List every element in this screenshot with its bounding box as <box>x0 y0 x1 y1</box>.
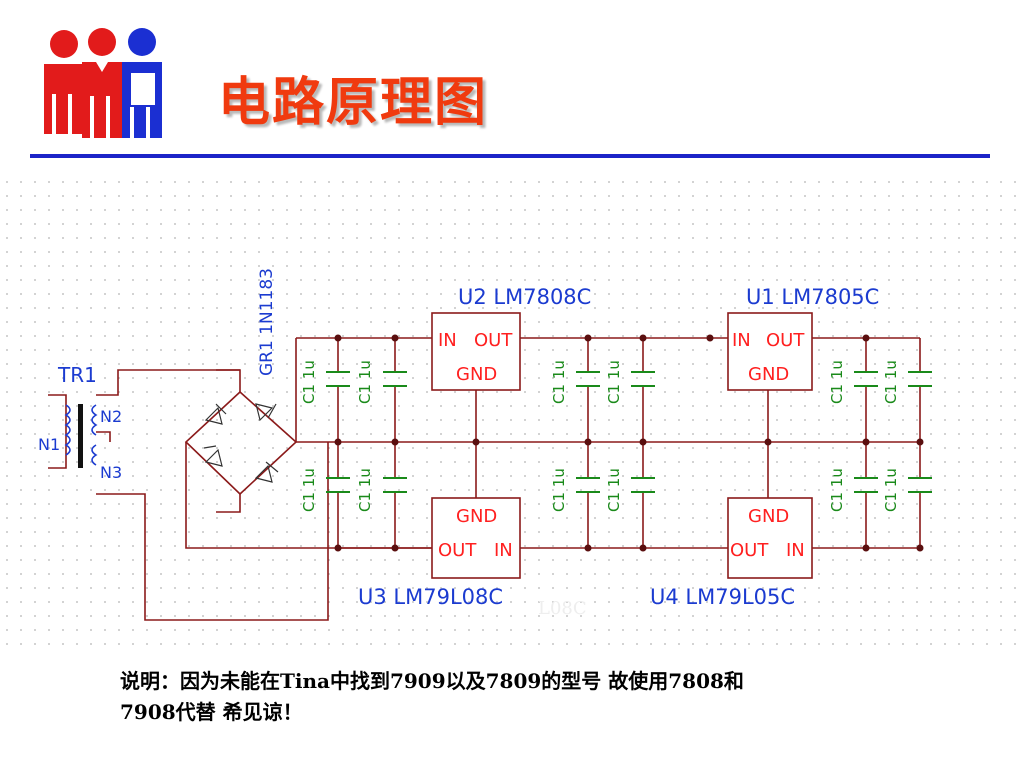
bridge-diodes <box>203 403 279 483</box>
junction-dots <box>334 334 924 552</box>
u2-pin-in: IN <box>438 330 457 351</box>
u1-pin-out: OUT <box>766 330 805 351</box>
u3-label: U3 LM79L08C <box>358 585 503 609</box>
cap-label: C1 1u <box>882 360 900 404</box>
cap-label: C1 1u <box>882 468 900 512</box>
u4-pin-gnd: GND <box>748 506 789 527</box>
slide-title: 电路原理图 <box>218 73 489 133</box>
explanation-note: 说明：因为未能在Tina中找到7909以及7809的型号 故使用7808和 79… <box>120 666 880 728</box>
cap-label: C1 1u <box>356 360 374 404</box>
u3-pin-in: IN <box>494 540 513 561</box>
winding-n2-label: N2 <box>100 407 122 426</box>
cap-label: C1 1u <box>605 468 623 512</box>
cap-label: C1 1u <box>300 468 318 512</box>
u2-label: U2 LM7808C <box>458 285 591 309</box>
winding-n1-label: N1 <box>38 435 60 454</box>
regulator-boxes <box>431 312 813 579</box>
note-line-2: 7908代替 希见谅！ <box>120 700 303 724</box>
capacitor-labels: C1 1u C1 1u C1 1u C1 1u C1 1u C1 1u C1 1… <box>300 360 900 512</box>
transformer-core <box>78 404 83 468</box>
cap-label: C1 1u <box>605 360 623 404</box>
transformer-label: TR1 <box>57 363 97 387</box>
u1-pin-gnd: GND <box>748 364 789 385</box>
title-divider <box>30 154 990 158</box>
cap-label: C1 1u <box>550 468 568 512</box>
u2-pin-gnd: GND <box>456 364 497 385</box>
cap-label: C1 1u <box>828 360 846 404</box>
u4-pin-in: IN <box>786 540 805 561</box>
cap-label: C1 1u <box>300 360 318 404</box>
note-line-1: 说明：因为未能在Tina中找到7909以及7809的型号 故使用7808和 <box>120 669 744 693</box>
u3-pin-gnd: GND <box>456 506 497 527</box>
transformer-coil <box>64 404 98 466</box>
u3-pin-out: OUT <box>438 540 477 561</box>
u2-pin-out: OUT <box>474 330 513 351</box>
cap-label: C1 1u <box>550 360 568 404</box>
u1-label: U1 LM7805C <box>746 285 879 309</box>
u4-label: U4 LM79L05C <box>650 585 795 609</box>
winding-n3-label: N3 <box>100 463 122 482</box>
u4-pin-out: OUT <box>730 540 769 561</box>
capacitors <box>326 371 932 493</box>
u1-pin-in: IN <box>732 330 751 351</box>
ghost-label: L08C <box>538 598 587 619</box>
bridge-label: GR1 1N1183 <box>257 268 277 376</box>
cap-label: C1 1u <box>828 468 846 512</box>
people-logo-icon <box>44 28 162 138</box>
cap-label: C1 1u <box>356 468 374 512</box>
